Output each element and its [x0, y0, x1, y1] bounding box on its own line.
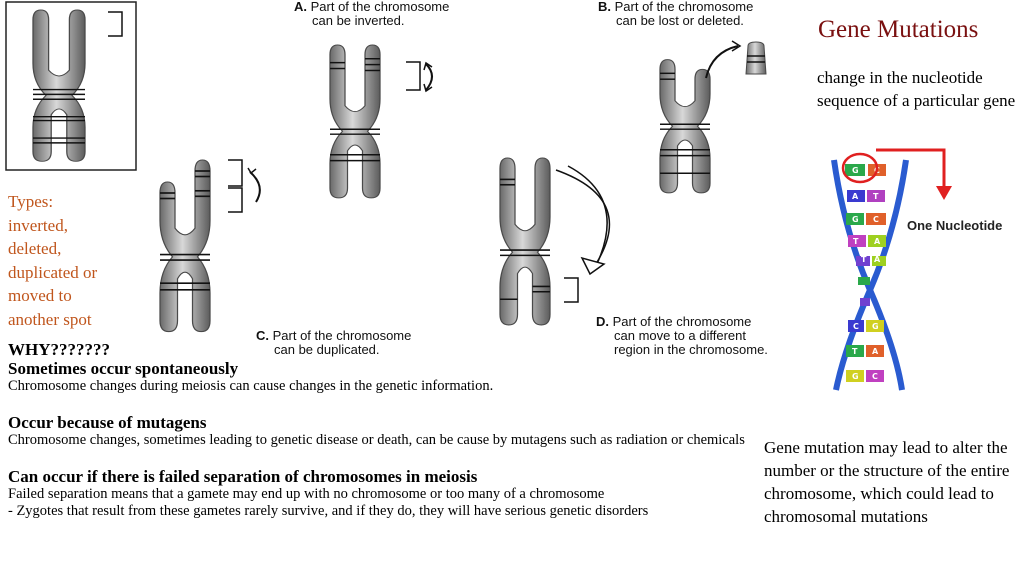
- svg-text:T: T: [852, 347, 858, 356]
- nucleotide-arrow: [876, 148, 946, 194]
- section-body: Failed separation means that a gamete ma…: [8, 486, 605, 502]
- svg-text:C: C: [853, 322, 859, 331]
- caption-d: D. Part of the chromosome can move to a …: [596, 314, 768, 357]
- svg-text:G: G: [872, 322, 879, 331]
- svg-text:T: T: [853, 237, 859, 246]
- chromosome-c: [159, 159, 211, 333]
- why-heading: WHY???????: [8, 340, 110, 359]
- types-line: moved to: [8, 286, 72, 305]
- svg-text:A: A: [874, 237, 881, 246]
- original-chromosome-box: [5, 1, 137, 171]
- types-line: duplicated or: [8, 262, 98, 282]
- chromosomal-mutation-note: Gene mutation may lead to alter the numb…: [764, 438, 1010, 526]
- caption-c: C. Part of the chromosome can be duplica…: [256, 328, 412, 357]
- deleted-fragment: [745, 41, 767, 75]
- section-heading: Can occur if there is failed separation …: [8, 467, 478, 486]
- section-body: Chromosome changes, sometimes leading to…: [8, 432, 745, 448]
- caption-a: A. Part of the chromosome can be inverte…: [294, 0, 450, 28]
- svg-text:G: G: [852, 215, 859, 224]
- chromosome-b: [659, 59, 711, 194]
- svg-text:A: A: [874, 255, 881, 264]
- svg-text:A: A: [852, 192, 859, 201]
- types-line: inverted,: [8, 215, 68, 235]
- svg-text:T: T: [861, 255, 867, 264]
- section-heading: Occur because of mutagens: [8, 413, 207, 432]
- svg-text:G: G: [852, 372, 859, 381]
- section-body: Chromosome changes during meiosis can ca…: [8, 378, 494, 394]
- types-line: deleted,: [8, 239, 62, 258]
- one-nucleotide-label: One Nucleotide: [907, 218, 1003, 233]
- chromosome-a: [329, 44, 381, 199]
- dna-helix: [831, 159, 909, 391]
- definition-text: change in the nucleotide sequence of a p…: [817, 68, 1016, 110]
- slide-title: Gene Mutations: [818, 16, 979, 43]
- types-list: Types: inverted, deleted, duplicated or …: [8, 190, 128, 331]
- dna-base-letters: G C A T G C T A C G T A G C A T: [852, 166, 881, 381]
- nucleotide-highlight-circle: [841, 152, 879, 184]
- why-section: WHY??????? Sometimes occur spontaneously…: [8, 340, 748, 520]
- section-body-extra: - Zygotes that result from these gametes…: [8, 503, 649, 519]
- types-line: another spot: [8, 309, 92, 329]
- chromosome-original: [32, 9, 86, 162]
- chromosome-d: [499, 157, 551, 326]
- section-heading: Sometimes occur spontaneously: [8, 359, 239, 378]
- svg-text:G: G: [852, 166, 859, 175]
- svg-text:T: T: [873, 192, 879, 201]
- types-line: Types:: [8, 192, 54, 211]
- caption-b: B. Part of the chromosome can be lost or…: [598, 0, 754, 28]
- svg-text:C: C: [873, 215, 879, 224]
- svg-text:C: C: [872, 372, 878, 381]
- svg-text:A: A: [872, 347, 879, 356]
